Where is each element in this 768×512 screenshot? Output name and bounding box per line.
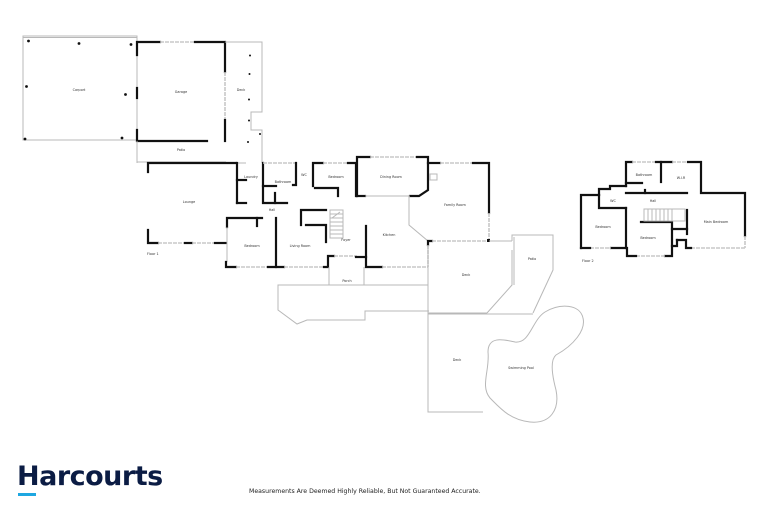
room-label-kitchen: Kitchen <box>383 233 396 237</box>
room-label-f2-bathroom: Bathroom <box>636 173 653 177</box>
bathroom: Bathroom <box>261 161 298 205</box>
carport: Carport <box>22 35 138 141</box>
lounge: Lounge Floor 1 <box>146 161 246 256</box>
garage: Garage <box>135 40 227 163</box>
wc: WC <box>301 173 307 177</box>
porch: Porch <box>277 267 429 325</box>
patio-right: Patio <box>511 234 554 314</box>
room-label-garage: Garage <box>175 90 187 94</box>
room-label-f2-wc: WC <box>610 199 616 203</box>
room-label-foyer: Foyer <box>341 238 351 242</box>
room-label-laundry: Laundry <box>244 175 258 179</box>
room-label-deck-top: Deck <box>237 88 246 92</box>
laundry: Laundry <box>235 161 258 205</box>
deck-lower: Deck <box>427 313 533 413</box>
room-label-bedroom-bottom: Bedroom <box>244 244 260 248</box>
room-label-deck-lower: Deck <box>453 358 462 362</box>
room-label-dining-room: Dining Room <box>380 175 402 179</box>
stairs-floor1 <box>329 209 344 239</box>
room-label-bedroom-top: Bedroom <box>328 175 344 179</box>
harcourts-logo: Harcourts <box>17 461 163 492</box>
deck-right: Deck <box>427 240 513 314</box>
deck-top: Deck <box>225 41 263 163</box>
family-room: Family Room <box>408 161 491 247</box>
bedroom-top: Bedroom <box>311 161 358 198</box>
room-label-swimming-pool: Swimming Pool <box>508 366 534 370</box>
floor-1: Carport Garage Deck Pa <box>22 35 584 423</box>
dining-room: Dining Room <box>355 155 442 198</box>
floor-1-label: Floor 1 <box>147 252 159 256</box>
swimming-pool: Swimming Pool <box>485 305 584 423</box>
room-label-f2-wir: W.I.R <box>677 176 686 180</box>
room-label-hall: Hall <box>269 208 276 212</box>
room-label-f2-bedroom-left: Bedroom <box>595 225 611 229</box>
room-label-patio-top: Patio <box>177 148 185 152</box>
room-label-lounge: Lounge <box>183 200 195 204</box>
room-label-f2-main-bedroom: Main Bedroom <box>704 220 729 224</box>
foyer: Foyer <box>334 238 357 257</box>
bedroom-bottom: Bedroom <box>224 216 286 269</box>
room-label-bathroom: Bathroom <box>275 180 292 184</box>
living-room: Living Room <box>274 208 336 269</box>
room-label-patio-right: Patio <box>528 257 536 261</box>
floor-2: Bathroom W.I.R WC Hall Bedroom Bedroom M… <box>579 160 747 263</box>
room-label-f2-hall: Hall <box>650 199 657 203</box>
room-label-living-room: Living Room <box>290 244 312 248</box>
patio-top: Patio <box>137 148 226 163</box>
room-label-wc: WC <box>301 173 307 177</box>
room-label-f2-bedroom-middle: Bedroom <box>640 236 656 240</box>
room-label-carport: Carport <box>73 88 86 92</box>
room-label-family-room: Family Room <box>444 203 466 207</box>
logo-accent-bar <box>18 493 36 496</box>
disclaimer-text: Measurements Are Deemed Highly Reliable,… <box>249 488 481 495</box>
hall: Hall <box>269 208 276 212</box>
room-label-deck-right: Deck <box>462 273 471 277</box>
room-label-porch: Porch <box>342 279 351 283</box>
floor-2-label: Floor 2 <box>582 259 594 263</box>
